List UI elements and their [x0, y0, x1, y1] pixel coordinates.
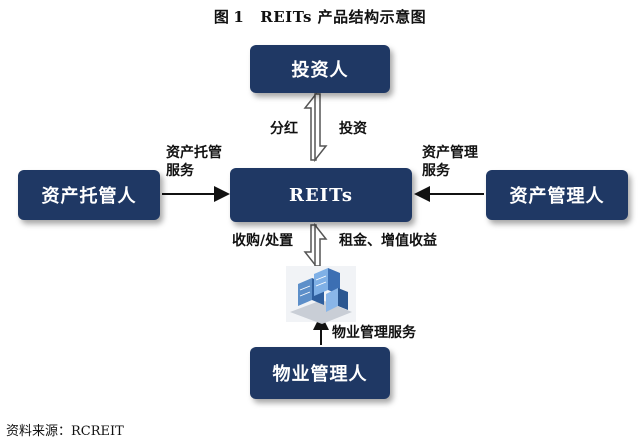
asset-manager-label: 资产管理人: [509, 186, 605, 207]
source-note: 资料来源：RCREIT: [6, 424, 124, 439]
custody-service-label: 资产托管服务: [166, 145, 222, 179]
figure-title-prefix: 图: [213, 8, 230, 26]
invest-down-arrow: [314, 93, 328, 163]
property-manager-label: 物业管理人: [272, 364, 368, 385]
reits-node: REITs: [230, 168, 412, 222]
property-manager-node: 物业管理人: [250, 347, 390, 399]
income-up-arrow: [314, 222, 328, 267]
asset-manager-node: 资产管理人: [486, 170, 628, 220]
asset-mgmt-service-label: 资产管理服务: [422, 145, 478, 179]
asset-flow-arrows: [303, 222, 328, 269]
property-service-label: 物业管理服务: [332, 325, 416, 341]
investor-flow-arrows: [303, 91, 328, 163]
figure-title-text: REITs 产品结构示意图: [260, 8, 427, 26]
custodian-label: 资产托管人: [41, 186, 137, 207]
figure-title-number: 1: [233, 8, 245, 26]
investor-label: 投资人: [291, 60, 349, 81]
rent-income-label: 租金、增值收益: [339, 233, 437, 249]
acquire-dispose-label: 收购/处置: [232, 233, 294, 249]
dividend-label: 分红: [270, 121, 298, 137]
office-building-icon: [286, 266, 356, 324]
reits-label: REITs: [289, 184, 353, 206]
custodian-node: 资产托管人: [18, 170, 160, 220]
investor-node: 投资人: [250, 45, 390, 93]
invest-label: 投资: [339, 121, 367, 137]
